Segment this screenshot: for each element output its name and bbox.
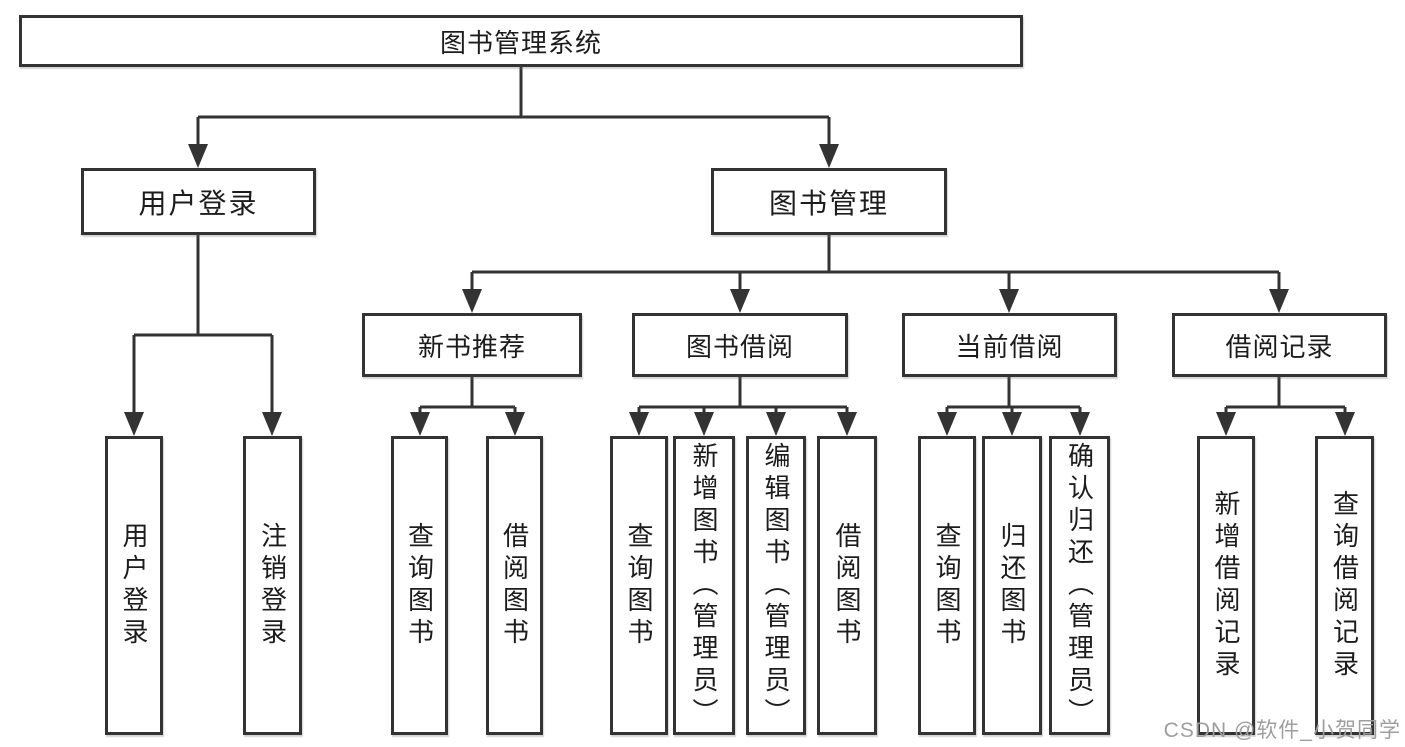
- arrowhead: [462, 289, 482, 313]
- arrowhead: [837, 412, 857, 436]
- arrowhead: [766, 412, 786, 436]
- leaf-logout: 注销登录: [243, 436, 302, 735]
- node-borrow-records: 借阅记录: [1172, 313, 1387, 377]
- node-library-system: 图书管理系统: [19, 15, 1023, 67]
- node-current-borrow: 当前借阅: [902, 313, 1117, 377]
- leaf-borrow-books-borrow: 借阅图书: [817, 436, 877, 735]
- arrowhead: [694, 412, 714, 436]
- arrowhead: [629, 412, 649, 436]
- arrowhead: [188, 144, 208, 168]
- leaf-query-borrow-record: 查询借阅记录: [1315, 436, 1374, 735]
- arrowhead: [1002, 412, 1022, 436]
- arrowhead: [1070, 412, 1090, 436]
- leaf-edit-book-admin: 编辑图书（管理员）: [746, 436, 806, 735]
- arrowhead: [730, 289, 750, 313]
- leaf-return-book: 归还图书: [982, 436, 1042, 735]
- node-book-management: 图书管理: [711, 168, 947, 235]
- leaf-query-books-current: 查询图书: [918, 436, 976, 735]
- leaf-query-books-recommend: 查询图书: [391, 436, 448, 735]
- node-new-book-recommend: 新书推荐: [362, 313, 582, 377]
- arrowhead: [124, 412, 144, 436]
- node-user-login: 用户登录: [81, 168, 316, 235]
- arrowhead: [1269, 289, 1289, 313]
- arrowhead: [1335, 412, 1355, 436]
- leaf-add-book-admin: 新增图书（管理员）: [673, 436, 735, 735]
- csdn-watermark: CSDN @软件_小贺同学: [1163, 719, 1401, 742]
- arrowhead: [1216, 412, 1236, 436]
- arrowhead: [999, 289, 1019, 313]
- arrowhead: [262, 412, 282, 436]
- node-book-borrow: 图书借阅: [632, 313, 848, 377]
- arrowhead: [505, 412, 525, 436]
- arrowhead: [819, 144, 839, 168]
- leaf-user-login: 用户登录: [105, 436, 163, 735]
- arrowhead: [410, 412, 430, 436]
- leaf-confirm-return-admin: 确认归还（管理员）: [1049, 436, 1110, 735]
- leaf-query-books-borrow: 查询图书: [610, 436, 668, 735]
- arrowhead: [937, 412, 957, 436]
- leaf-borrow-books-recommend: 借阅图书: [486, 436, 543, 735]
- leaf-add-borrow-record: 新增借阅记录: [1197, 436, 1255, 735]
